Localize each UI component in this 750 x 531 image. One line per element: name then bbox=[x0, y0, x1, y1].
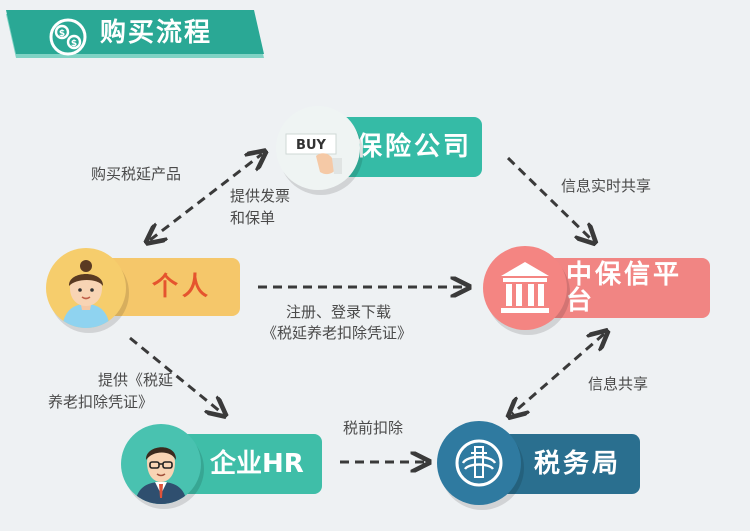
arrow-individual-company bbox=[150, 154, 262, 240]
label-provide-invoice-line1: 提供发票 bbox=[230, 187, 291, 205]
label-info-sharing: 信息共享 bbox=[588, 375, 649, 393]
svg-text:$: $ bbox=[71, 39, 77, 49]
enterprise-hr-label: 企业HR bbox=[210, 449, 304, 479]
label-provide-cert-line2: 养老扣除凭证》 bbox=[48, 393, 154, 411]
tax-bureau-label: 税务局 bbox=[534, 449, 622, 479]
arrow-platform-tax bbox=[512, 334, 604, 414]
buy-icon-text: BUY bbox=[296, 138, 326, 153]
banner-title: 购买流程 bbox=[100, 18, 213, 48]
tax-emblem-icon bbox=[437, 421, 521, 505]
arrow-company-platform bbox=[506, 156, 592, 240]
man-with-glasses-avatar-icon bbox=[121, 424, 201, 504]
platform-label: 中保信平台 bbox=[566, 260, 683, 316]
label-provide-invoice-line2: 和保单 bbox=[230, 209, 276, 227]
label-buy-product: 购买税延产品 bbox=[91, 165, 182, 183]
insurance-company-label: 保险公司 bbox=[356, 132, 473, 162]
coin-stack-icon: $ $ bbox=[49, 18, 87, 56]
buy-cart-icon: BUY bbox=[276, 106, 360, 190]
woman-avatar-icon bbox=[46, 248, 126, 328]
arrow-individual-hr bbox=[129, 336, 222, 413]
label-realtime-sharing: 信息实时共享 bbox=[561, 177, 652, 195]
bank-building-icon bbox=[483, 246, 567, 330]
svg-text:$: $ bbox=[59, 29, 65, 39]
title-banner: $ $ bbox=[6, 10, 264, 58]
label-pretax-deduction: 税前扣除 bbox=[343, 419, 404, 437]
label-register-line2: 《税延养老扣除凭证》 bbox=[262, 324, 413, 342]
label-provide-cert-line1: 提供《税延 bbox=[98, 371, 174, 389]
label-register-line1: 注册、登录下载 bbox=[286, 303, 392, 321]
individual-label: 个人 bbox=[152, 272, 213, 302]
